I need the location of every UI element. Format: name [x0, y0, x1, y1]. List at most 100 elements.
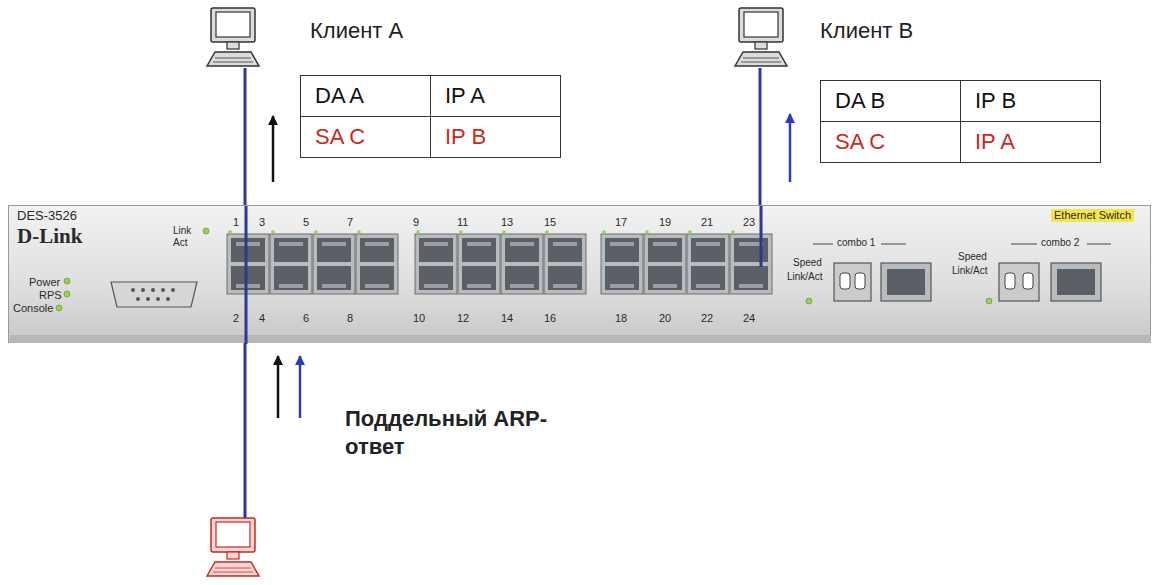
panel-label: Ethernet Switch [1051, 209, 1134, 222]
keyboard-keys [213, 58, 253, 62]
console-pin [166, 297, 170, 301]
table-cell: DA B [820, 80, 961, 122]
direction-arrow [299, 356, 302, 418]
rj45-port [313, 230, 355, 294]
rj45-port [730, 230, 772, 294]
rj45-port [227, 230, 269, 294]
console-pin [146, 297, 150, 301]
panel-label: 11 [457, 216, 468, 229]
panel-label: Link [173, 225, 191, 237]
panel-label: 15 [544, 216, 556, 229]
client-label: Клиент B [820, 18, 913, 43]
table-cell: IP A [960, 121, 1101, 163]
network-cable [244, 68, 247, 205]
annotation: Поддельный ARP-ответ [345, 405, 560, 460]
computer-icon [205, 6, 261, 68]
panel-label: 10 [413, 312, 425, 325]
combo-rj45-port [881, 263, 931, 301]
network-cable [245, 206, 248, 344]
direction-arrow [789, 114, 792, 182]
keyboard [207, 52, 259, 66]
panel-label: 7 [347, 216, 353, 229]
client-label: Клиент A [310, 18, 403, 43]
table-cell: DA A [300, 75, 431, 117]
rj45-port [601, 230, 643, 294]
rj45-port [458, 230, 500, 294]
panel-label: Link/Act [952, 265, 988, 277]
status-led [986, 298, 992, 304]
table-cell: IP A [430, 75, 561, 117]
monitor [739, 8, 783, 42]
panel-label: DES-3526 [17, 209, 77, 224]
panel-label: 18 [615, 312, 627, 325]
screen [216, 522, 250, 547]
panel-label: Speed [958, 251, 987, 263]
status-led [64, 291, 70, 297]
panel-label: 13 [501, 216, 513, 229]
panel-label: 14 [501, 312, 513, 325]
panel-label: 21 [701, 216, 713, 229]
console-pin [171, 288, 175, 292]
panel-label: 17 [615, 216, 627, 229]
monitor [211, 518, 255, 552]
combo-rj45-port [1051, 263, 1101, 301]
status-led [56, 305, 62, 311]
ethernet-switch: DES-3526D-LinkPowerRPSConsoleLinkAct1357… [8, 205, 1151, 343]
rj45-port [501, 230, 543, 294]
panel-label: 19 [659, 216, 671, 229]
panel-label: RPS [39, 289, 62, 302]
monitor-stand [755, 42, 767, 49]
panel-label: Link/Act [787, 271, 823, 283]
console-pin [151, 288, 155, 292]
network-cable [759, 68, 762, 205]
panel-label: 8 [347, 312, 353, 325]
status-led [203, 228, 209, 234]
console-pin [131, 288, 135, 292]
table-cell: IP B [430, 116, 561, 158]
connectors [245, 68, 760, 205]
panel-label: 1 [233, 216, 239, 229]
direction-arrow [277, 356, 280, 418]
table-cell: SA C [820, 121, 961, 163]
panel-label: Speed [793, 257, 822, 269]
direction-arrow [272, 116, 275, 182]
sfp-port [999, 263, 1039, 301]
rj45-port [687, 230, 729, 294]
console-pin [156, 297, 160, 301]
status-led [64, 278, 70, 284]
network-cable [760, 206, 763, 267]
keyboard [207, 562, 259, 576]
panel-label: combo 1 [837, 237, 875, 249]
client-computer: Клиент B [733, 6, 789, 68]
panel-label: 22 [701, 312, 713, 325]
combo-bracket [1087, 244, 1111, 245]
monitor-stand [227, 552, 239, 559]
panel-label: 3 [259, 216, 265, 229]
computer-icon [733, 6, 789, 68]
panel-label: 5 [303, 216, 309, 229]
keyboard-keys [741, 58, 781, 62]
console-pin [136, 297, 140, 301]
panel-label: combo 2 [1041, 237, 1079, 249]
monitor [211, 8, 255, 42]
panel-label: 24 [743, 312, 755, 325]
network-cable [244, 343, 247, 518]
combo-bracket [881, 244, 906, 245]
illustration [207, 114, 790, 576]
switch-face [10, 206, 1151, 344]
rj45-port [356, 230, 398, 294]
panel-label: 2 [233, 312, 239, 325]
rj45-port [415, 230, 457, 294]
console-pin [141, 288, 145, 292]
panel-label: 6 [303, 312, 309, 325]
panel-label: 23 [743, 216, 755, 229]
rj45-port [270, 230, 312, 294]
panel-label: 16 [544, 312, 556, 325]
panel-label: Power [29, 276, 60, 289]
console-port [111, 282, 197, 307]
table-cell: IP B [960, 80, 1101, 122]
keyboard-keys [213, 568, 253, 572]
combo-bracket [1011, 244, 1037, 245]
rj45-port [544, 230, 586, 294]
